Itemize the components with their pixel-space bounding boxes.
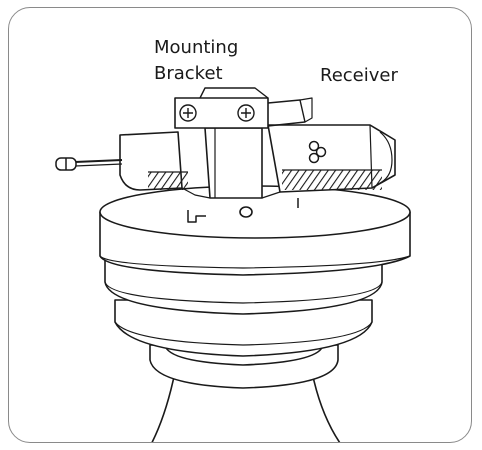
screw-head-icon (180, 105, 196, 121)
label-receiver: Receiver (320, 65, 398, 87)
label-mounting: Mounting (154, 37, 238, 59)
screw-head-icon (238, 105, 254, 121)
center-post (205, 128, 262, 198)
wire-connector-icon (56, 158, 76, 170)
wire (75, 160, 122, 162)
canopy-hole (240, 207, 252, 217)
label-bracket: Bracket (154, 63, 223, 85)
